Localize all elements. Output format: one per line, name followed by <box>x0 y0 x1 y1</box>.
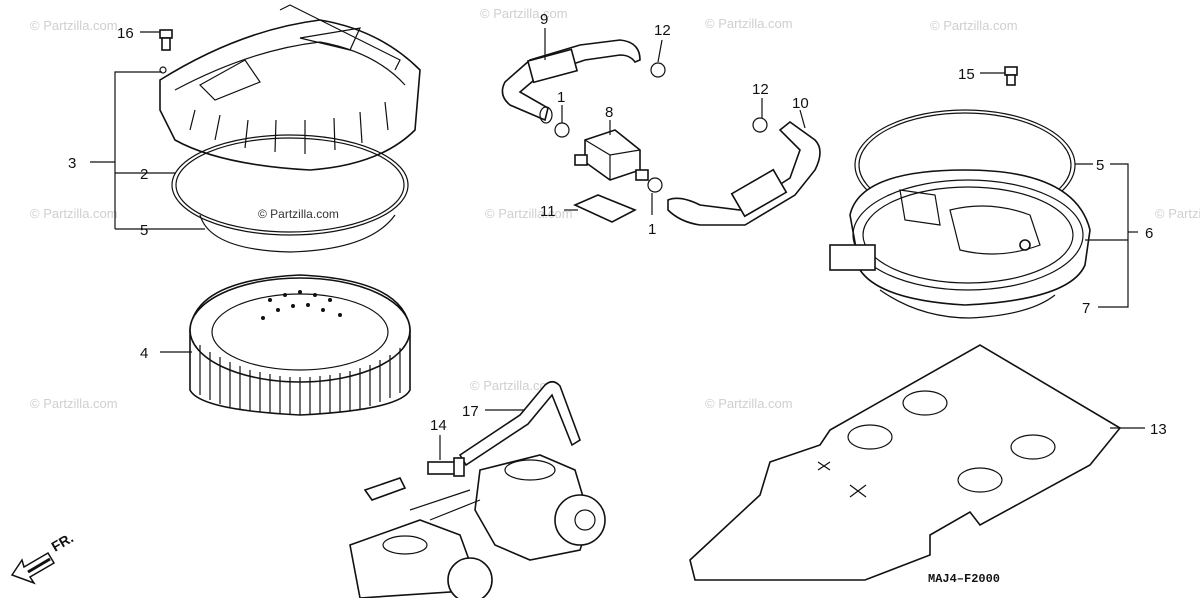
watermark: © Partzilla.com <box>1155 206 1200 221</box>
hose-clip-12a <box>650 62 666 78</box>
check-valve-8 <box>574 129 649 181</box>
label-16: 16 <box>117 25 134 42</box>
watermark: © Partzilla.com <box>930 18 1018 33</box>
watermark: © Partzilla.com <box>480 6 568 21</box>
label-9: 9 <box>540 11 548 28</box>
part-labels: 16 3 2 5 4 9 12 1 8 11 1 12 10 15 5 6 7 … <box>68 11 1167 438</box>
label-12b: 12 <box>752 81 769 98</box>
label-3: 3 <box>68 155 76 172</box>
label-17: 17 <box>462 403 479 420</box>
label-4: 4 <box>140 345 148 362</box>
label-10: 10 <box>792 95 809 112</box>
watermark: © Partzilla.com <box>705 396 793 411</box>
label-11: 11 <box>540 203 556 220</box>
air-cleaner-cover <box>159 4 421 171</box>
label-8: 8 <box>605 104 613 121</box>
hose-clip-1a <box>554 122 570 138</box>
bolt-15 <box>1004 66 1018 86</box>
label-14: 14 <box>430 417 447 434</box>
label-15: 15 <box>958 66 975 83</box>
label-5b: 5 <box>1096 157 1104 174</box>
label-1a: 1 <box>557 89 565 106</box>
breather-hose-9 <box>501 39 641 124</box>
front-label: FR. <box>49 529 77 554</box>
label-13: 13 <box>1150 421 1167 438</box>
watermark: © Partzilla.com <box>705 16 793 31</box>
leader-lines <box>90 28 1145 460</box>
joint-14 <box>427 457 465 477</box>
drain-hose-17 <box>458 380 581 467</box>
watermark: © Partzilla.com <box>30 206 118 221</box>
carburetor-assembly <box>349 454 606 598</box>
watermark: © Partzilla.com <box>485 206 573 221</box>
watermark: © Partzilla.com <box>30 396 118 411</box>
watermark: © Partzilla.com <box>30 18 118 33</box>
watermark: © Partzilla.com <box>470 378 558 393</box>
label-1b: 1 <box>648 221 656 238</box>
seal-ring-5-left <box>199 214 396 253</box>
label-5a: 5 <box>140 222 148 239</box>
air-cleaner-case <box>829 109 1091 319</box>
air-filter-element <box>189 274 411 416</box>
breather-hose-10 <box>667 120 821 226</box>
bolt-16 <box>159 29 173 51</box>
filter-pad-11 <box>573 194 637 223</box>
diagram-code: MAJ4–F2000 <box>928 572 1000 586</box>
label-12a: 12 <box>654 22 671 39</box>
hose-clip-1b <box>647 177 663 193</box>
seal-ring-2 <box>171 134 409 236</box>
label-2: 2 <box>140 166 148 183</box>
insulator-plate-13 <box>689 344 1122 581</box>
watermark-center: © Partzilla.com <box>258 207 339 221</box>
label-6: 6 <box>1145 225 1153 242</box>
front-direction-indicator: FR. <box>10 529 77 585</box>
hose-clip-12b <box>752 117 768 133</box>
label-7: 7 <box>1082 300 1090 317</box>
